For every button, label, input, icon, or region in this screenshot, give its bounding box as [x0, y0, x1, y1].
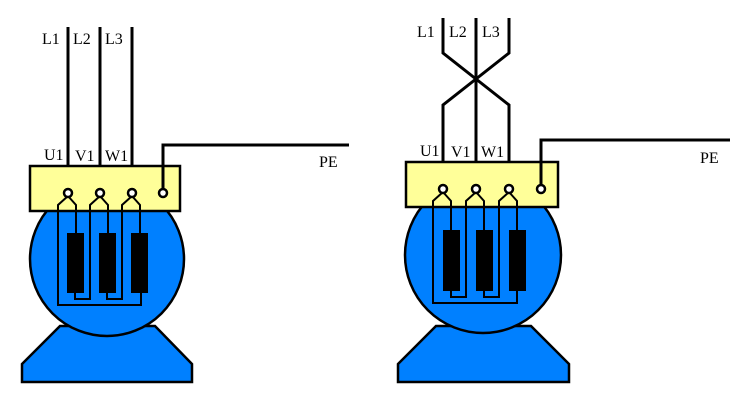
winding-v [99, 233, 116, 293]
winding-w [509, 230, 526, 291]
label-l2: L2 [449, 24, 467, 41]
supply-line-l3 [441, 18, 511, 186]
pe-wire [539, 138, 730, 186]
winding-u [443, 230, 460, 291]
label-l3: L3 [482, 24, 500, 41]
terminal-pe [157, 187, 169, 199]
winding-u [67, 233, 84, 293]
winding-w [131, 233, 148, 293]
motor-diagram-right: L1 L2 L3 U1 V1 W1 PE [396, 18, 730, 384]
motor-base [20, 324, 194, 384]
winding-wires [432, 191, 518, 304]
label-v1: V1 [75, 148, 95, 165]
motor-diagram-left: L1 L2 L3 U1 V1 W1 PE [20, 27, 349, 384]
terminal-w1 [503, 183, 515, 195]
label-w1: W1 [481, 144, 504, 161]
label-l1: L1 [417, 24, 435, 41]
label-l3: L3 [105, 31, 123, 48]
pe-wire [161, 143, 349, 190]
label-pe: PE [700, 150, 719, 167]
winding-v [476, 230, 493, 291]
terminal-box [28, 164, 182, 213]
label-l1: L1 [42, 31, 60, 48]
label-v1: V1 [451, 144, 471, 161]
terminal-pe [535, 183, 547, 195]
terminal-u1 [437, 183, 449, 195]
terminal-w1 [126, 187, 138, 199]
label-u1: U1 [420, 143, 440, 160]
terminal-u1 [62, 187, 74, 199]
label-pe: PE [319, 154, 338, 171]
winding-wires [57, 195, 142, 306]
label-l2: L2 [73, 31, 91, 48]
terminal-v1 [94, 187, 106, 199]
terminal-v1 [470, 183, 482, 195]
label-w1: W1 [105, 148, 128, 165]
label-u1: U1 [44, 147, 64, 164]
motor-base [396, 324, 571, 384]
